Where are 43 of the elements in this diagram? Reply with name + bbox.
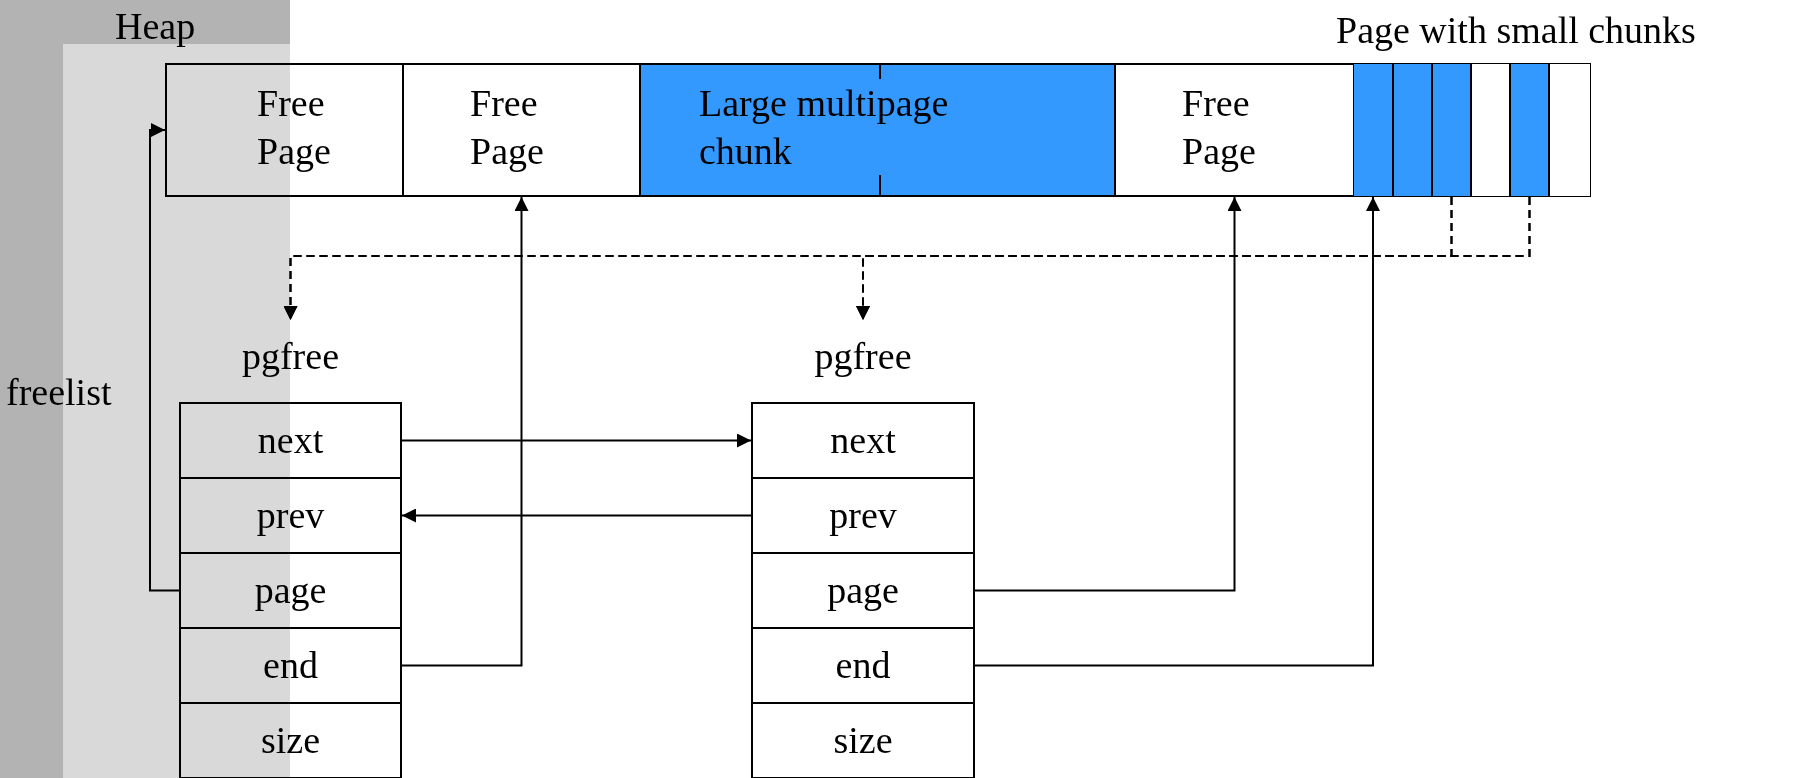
page-label: Free Page bbox=[470, 81, 545, 174]
field-name: end bbox=[834, 643, 892, 688]
field-name: prev bbox=[255, 493, 326, 538]
struct-field bbox=[751, 402, 975, 479]
struct-field bbox=[179, 627, 402, 704]
field-name: size bbox=[832, 718, 894, 763]
arrow bbox=[149, 123, 180, 592]
struct-field bbox=[179, 402, 402, 479]
page-cell bbox=[639, 63, 1116, 197]
field-name: page bbox=[253, 568, 328, 613]
struct-field bbox=[179, 552, 402, 629]
field-name: size bbox=[259, 718, 322, 763]
chunk-box bbox=[1471, 63, 1510, 197]
chunk-box bbox=[1353, 63, 1393, 197]
field-name: next bbox=[829, 418, 897, 463]
arrow bbox=[401, 508, 752, 523]
chunk-box bbox=[1510, 63, 1549, 197]
struct-field bbox=[179, 702, 402, 778]
struct-field bbox=[179, 477, 402, 554]
field-name: prev bbox=[828, 493, 898, 538]
page-heading: Page with small chunks bbox=[1336, 8, 1696, 53]
struct-field bbox=[751, 477, 975, 554]
struct-title: pgfree bbox=[240, 334, 340, 379]
chunk-box bbox=[1393, 63, 1432, 197]
region-label: Heap bbox=[115, 4, 196, 49]
page-label: Free Page bbox=[257, 81, 332, 174]
arrow bbox=[401, 433, 752, 448]
pointer-label: freelist bbox=[6, 370, 112, 415]
struct-field bbox=[751, 552, 975, 629]
struct-field bbox=[751, 627, 975, 704]
arrow bbox=[974, 196, 1380, 667]
field-name: end bbox=[262, 643, 319, 688]
field-name: page bbox=[826, 568, 900, 613]
field-name: next bbox=[256, 418, 325, 463]
page-cell bbox=[402, 63, 641, 197]
chunk-box bbox=[1432, 63, 1471, 197]
struct-title: pgfree bbox=[813, 334, 913, 379]
struct-field bbox=[751, 702, 975, 778]
arrow bbox=[401, 196, 529, 667]
page-label: Free Page bbox=[1182, 81, 1257, 174]
chunk-box bbox=[1549, 63, 1591, 197]
page-cell bbox=[1114, 63, 1355, 197]
arrow bbox=[974, 196, 1242, 592]
